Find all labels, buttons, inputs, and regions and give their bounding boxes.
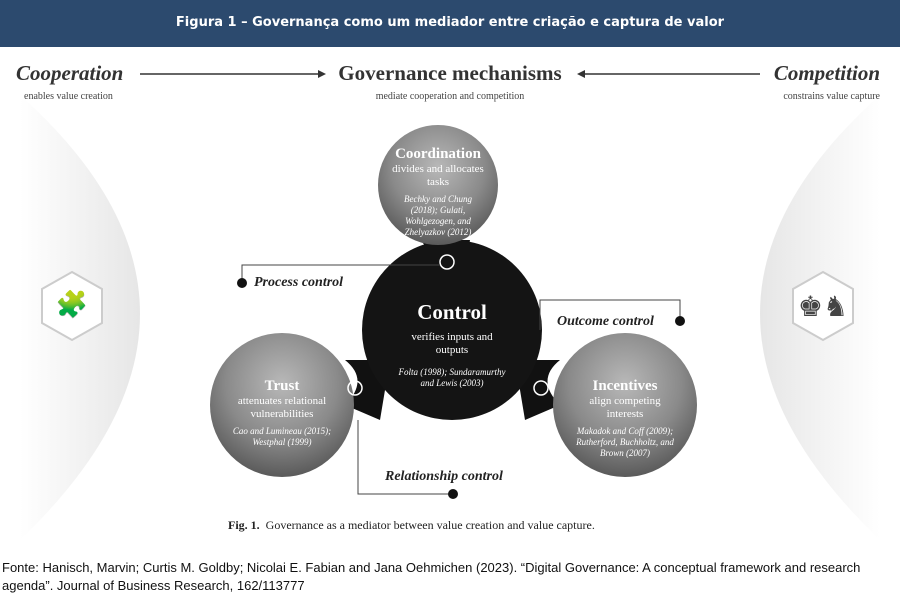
svg-text:♚♞: ♚♞ bbox=[798, 292, 848, 323]
figure-title: Figura 1 – Governança como um mediador e… bbox=[0, 0, 900, 47]
control-desc: verifies inputs and outputs bbox=[411, 331, 493, 356]
cooperation-subtitle: enables value creation bbox=[24, 91, 113, 102]
trust-title: Trust bbox=[264, 378, 300, 394]
caption-prefix: Fig. 1. bbox=[228, 518, 260, 532]
caption-text: Governance as a mediator between value c… bbox=[265, 518, 595, 532]
control-title: Control bbox=[417, 300, 487, 324]
control-text: Control verifies inputs and outputs Folt… bbox=[392, 300, 512, 389]
figure-caption: Fig. 1. Governance as a mediator between… bbox=[228, 518, 595, 533]
coordination-text: Coordination divides and allocates tasks… bbox=[390, 146, 486, 238]
coordination-circle bbox=[378, 125, 498, 245]
coordination-desc: divides and allocates tasks bbox=[392, 163, 484, 188]
coordination-refs: Bechky and Chung (2018); Gulati, Wohlgez… bbox=[404, 194, 472, 237]
puzzle-hexagon-icon bbox=[41, 270, 103, 342]
relationship-control-label: Relationship control bbox=[385, 469, 503, 484]
trust-text: Trust attenuates relational vulnerabilit… bbox=[222, 378, 342, 448]
incentives-desc: align competing interests bbox=[589, 395, 661, 420]
coordination-title: Coordination bbox=[395, 146, 481, 162]
process-control-label: Process control bbox=[254, 275, 344, 290]
chess-hexagon-icon bbox=[792, 270, 854, 342]
governance-subtitle: mediate cooperation and competition bbox=[375, 91, 525, 102]
outcome-control-label: Outcome control bbox=[557, 314, 654, 329]
control-circle bbox=[362, 240, 542, 420]
competition-subtitle: constrains value capture bbox=[783, 91, 880, 102]
svg-text:🧩: 🧩 bbox=[56, 289, 88, 319]
cooperation-title: Cooperation bbox=[16, 61, 124, 85]
incentives-title: Incentives bbox=[592, 378, 658, 394]
source-citation: Fonte: Hanisch, Marvin; Curtis M. Goldby… bbox=[2, 560, 861, 593]
trust-desc: attenuates relational vulnerabilities bbox=[237, 395, 327, 420]
competition-title: Competition bbox=[773, 61, 880, 85]
incentives-text: Incentives align competing interests Mak… bbox=[565, 378, 685, 459]
incentives-refs: Makadok and Coff (2009); Rutherford, Buc… bbox=[576, 426, 674, 458]
incentives-circle bbox=[553, 333, 697, 477]
trust-circle bbox=[210, 333, 354, 477]
governance-title: Governance mechanisms bbox=[338, 61, 562, 85]
control-refs: Folta (1998); Sundaramurthy and Lewis (2… bbox=[398, 367, 506, 388]
trust-refs: Cao and Lumineau (2015); Westphal (1999) bbox=[232, 426, 332, 447]
